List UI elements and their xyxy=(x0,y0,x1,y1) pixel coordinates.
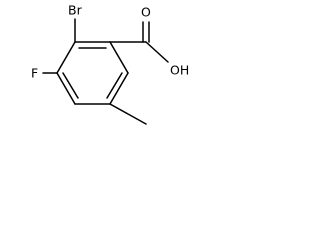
ring-bond-c3-c4 xyxy=(56,72,76,105)
chemical-structure-diagram: Br F O OH xyxy=(31,3,189,125)
ring-double-bond-inner-right xyxy=(106,72,123,99)
ring-bond-c6-c1 xyxy=(109,41,129,74)
ring-double-bond-inner-left xyxy=(62,72,79,99)
benzene-ring xyxy=(56,41,129,105)
bromine-atom-label: Br xyxy=(68,3,83,18)
hydroxyl-group-label: OH xyxy=(170,63,189,78)
bond-c5-methyl xyxy=(109,103,147,125)
ring-bond-c5-c6 xyxy=(109,72,129,105)
bond-carboxyl-hydroxyl xyxy=(145,41,169,63)
fluorine-atom-label: F xyxy=(31,66,38,81)
carbonyl-oxygen-atom-label: O xyxy=(141,5,151,20)
ring-bond-c2-c3 xyxy=(56,41,76,74)
